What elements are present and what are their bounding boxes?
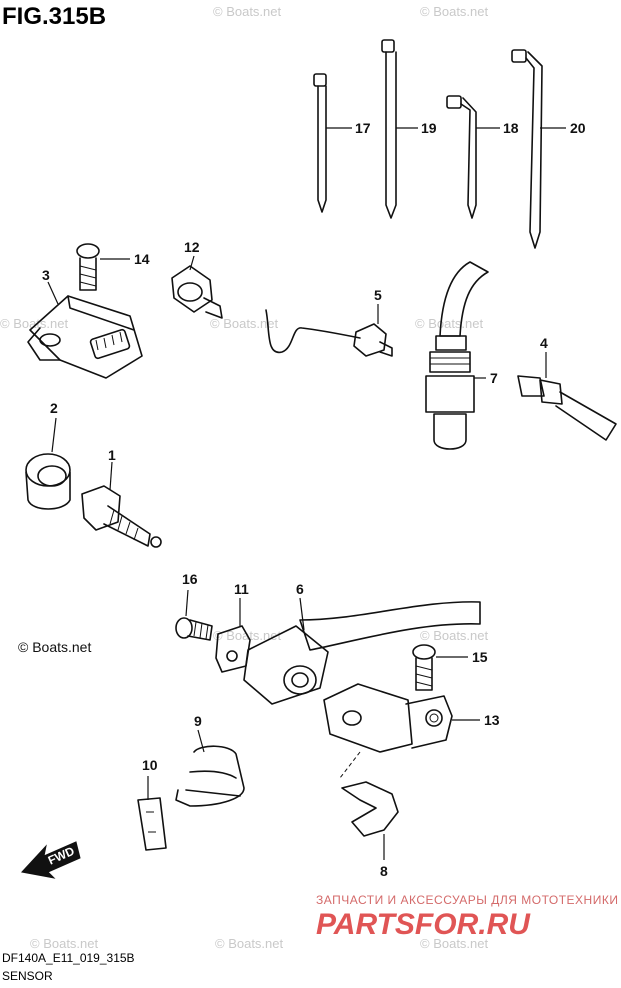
watermark-8: © Boats.net: [215, 936, 284, 951]
cable-tie-17: [313, 73, 352, 213]
watermark-4: © Boats.net: [415, 316, 484, 331]
callout-2: 2: [50, 400, 58, 416]
cable-tie-19: [381, 39, 418, 219]
callout-20: 20: [570, 120, 586, 136]
callout-15: 15: [472, 649, 488, 665]
sensor-5: [265, 304, 393, 357]
watermark-3: © Boats.net: [210, 316, 279, 331]
callout-4: 4: [540, 335, 548, 351]
watermark-1: © Boats.net: [213, 4, 282, 19]
sensor-4: [517, 352, 617, 441]
sensor-6: [243, 597, 481, 705]
callout-12: 12: [184, 239, 200, 255]
watermark-2: © Boats.net: [420, 4, 489, 19]
figure-title: FIG.315B: [2, 3, 106, 30]
callout-16: 16: [182, 571, 198, 587]
watermark-10: © Boats.net: [30, 936, 99, 951]
watermark-7: © Boats.net: [420, 628, 489, 643]
callout-19: 19: [421, 120, 437, 136]
sensor-3: [27, 281, 143, 379]
section-name: SENSOR: [2, 969, 53, 983]
callout-5: 5: [374, 287, 382, 303]
cable-tie-20: [511, 49, 566, 249]
clamp-8: [341, 781, 399, 860]
bolt-16: [175, 589, 213, 641]
callout-11: 11: [234, 581, 249, 597]
callout-1: 1: [108, 447, 116, 463]
clip-9: [175, 729, 245, 807]
watermarks: © Boats.net © Boats.net © Boats.net © Bo…: [0, 4, 489, 951]
fwd-arrow-icon: FWD: [21, 841, 81, 879]
callout-10: 10: [142, 757, 158, 773]
sensor-1: [81, 461, 162, 548]
sensor-13: [323, 683, 480, 753]
brand-logo: PARTSFOR.RU: [316, 908, 531, 941]
callout-6: 6: [296, 581, 304, 597]
sensor-7: [425, 261, 489, 450]
callout-7: 7: [490, 370, 498, 386]
watermark-9: © Boats.net: [420, 936, 489, 951]
grommet-2: [25, 417, 71, 510]
bolt-14: [76, 243, 130, 291]
callout-3: 3: [42, 267, 50, 283]
callout-9: 9: [194, 713, 202, 729]
diagram-code: DF140A_E11_019_315B: [2, 951, 135, 965]
callout-14: 14: [134, 251, 150, 267]
callout-8: 8: [380, 863, 388, 879]
plate-10: [137, 776, 167, 851]
watermark-5: © Boats.net: [0, 316, 69, 331]
callout-13: 13: [484, 712, 500, 728]
callouts: 17 19 18 20 14 12 3 5 4 7 2 1 16 11 6 15…: [42, 120, 586, 879]
bolt-15: [412, 644, 468, 691]
callout-18: 18: [503, 120, 519, 136]
knock-sensor-12: [171, 255, 223, 319]
cable-tie-18: [446, 95, 500, 219]
promo-text: ЗАПЧАСТИ И АКСЕССУАРЫ ДЛЯ МОТОТЕХНИКИ: [316, 893, 618, 907]
callout-17: 17: [355, 120, 371, 136]
watermark-main: © Boats.net: [18, 639, 91, 655]
